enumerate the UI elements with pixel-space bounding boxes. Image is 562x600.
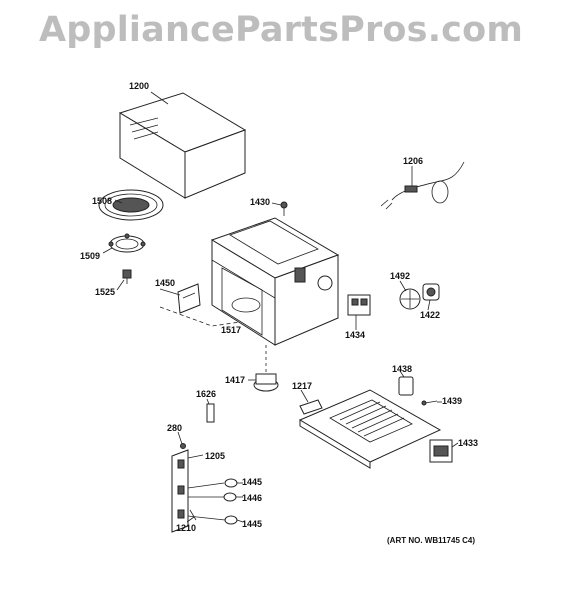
turntable-tray[interactable] [99,190,163,220]
label-1445-top: 1445 [242,477,263,487]
switch-1445-top[interactable] [225,479,237,487]
power-cord[interactable] [381,162,464,209]
base-plate[interactable] [300,390,440,468]
label-1445-bottom: 1445 [242,519,263,529]
label-1509: 1509 [80,251,101,261]
coupler[interactable] [123,270,131,284]
oven-cavity[interactable] [212,218,338,345]
switch-1446[interactable] [224,493,236,501]
switch-1445-bottom[interactable] [225,516,237,524]
thermal-part-1626[interactable] [207,404,214,422]
switch-assembly[interactable] [348,295,370,315]
label-1626: 1626 [196,389,217,399]
outer-case[interactable] [120,93,245,198]
label-1200: 1200 [129,81,150,91]
interlock-bracket[interactable] [172,450,188,532]
lever-1210[interactable] [190,510,196,520]
label-1492: 1492 [390,271,411,281]
screw-1430[interactable] [281,202,287,216]
fan-blade[interactable] [400,289,420,309]
holder-1217[interactable] [300,400,322,414]
label-1439: 1439 [442,396,463,406]
label-1508: 1508 [92,196,113,206]
label-1422: 1422 [420,310,441,320]
watermark: AppliancePartsPros.com [38,10,524,50]
screw-280[interactable] [181,444,186,449]
art-number: (ART NO. WB11745 C4) [387,536,476,545]
label-1206: 1206 [403,156,424,166]
label-280: 280 [167,423,183,433]
label-1433: 1433 [458,438,479,448]
leader-lines [103,92,458,522]
label-1417: 1417 [225,375,246,385]
label-1430: 1430 [250,197,271,207]
label-1210: 1210 [176,523,197,533]
label-1446: 1446 [242,493,263,503]
label-1217: 1217 [292,381,313,391]
label-1450: 1450 [155,278,176,288]
label-1438: 1438 [392,364,413,374]
fan-motor[interactable] [423,284,439,300]
transformer[interactable] [430,440,452,462]
roller-ring[interactable] [109,234,145,252]
bracket[interactable] [178,284,200,313]
capacitor[interactable] [399,377,413,395]
label-1434: 1434 [345,330,366,340]
label-1517: 1517 [221,325,242,335]
label-1205: 1205 [205,451,226,461]
base-vent-pattern [340,402,404,436]
screw-1439[interactable] [422,401,437,405]
turntable-motor[interactable] [254,345,278,391]
label-1525: 1525 [95,287,116,297]
